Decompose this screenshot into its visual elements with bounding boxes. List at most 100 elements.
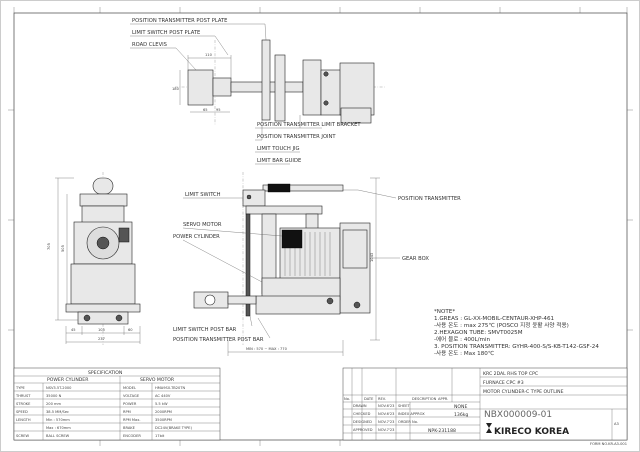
spec-cell: 200 mm <box>46 402 62 406</box>
sign-cell: NOV.6'23 <box>378 412 394 416</box>
rev-header: DATE <box>364 397 374 401</box>
callout-position-transmitter-joint: POSITION TRANSMITTER JOINT <box>257 134 336 140</box>
dim-top-width: 110 <box>205 53 213 57</box>
top-gear-lower <box>340 107 372 124</box>
notes-line-5: 3. POSITION TRANSMITTER: GYHR-400-S/S-KB… <box>434 344 599 350</box>
top-gear-block <box>339 62 375 116</box>
top-housing <box>320 69 342 116</box>
title-line-2: FURNACE CPC #3 <box>483 380 524 386</box>
spec-col-power-cylinder: POWER CYLINDER <box>47 377 89 383</box>
top-clevis-pin <box>212 77 232 97</box>
front-leaders <box>182 189 400 339</box>
sign-cell: NOV.6'23 <box>378 404 394 408</box>
callout-position-transmitter-post-bar: POSITION TRANSMITTER POST BAR <box>173 337 264 343</box>
spec-table: SPECIFICATION POWER CYLINDER SERVO MOTOR… <box>13 367 221 441</box>
dim-stroke-range: MIN : 570 ~ MAX : 770 <box>246 347 288 351</box>
sign-cell: DESIGNED <box>353 420 372 424</box>
callout-limit-switch: LIMIT SWITCH <box>185 192 221 198</box>
side-view: 705 505 45 105 60 237 <box>47 172 141 345</box>
sign-cell: ORDER No. <box>398 420 418 424</box>
side-top-plate <box>79 193 128 207</box>
callout-limit-bar-guide: LIMIT BAR GUIDE <box>257 158 301 164</box>
sign-cell: CHECKED <box>353 412 371 416</box>
callout-limit-switch-post-plate: LIMIT SWITCH POST PLATE <box>132 30 200 36</box>
spec-cell: POWER <box>123 402 137 406</box>
spec-cell: BRAKE <box>123 426 136 430</box>
front-view: 1043 MIN : 570 ~ MAX : 770 <box>193 172 380 356</box>
title-line-1: KRC 2DAL RHS TOP CPC <box>483 371 538 377</box>
notes-block: *NOTE* 1.GREAS : GL-XX-MOBIL-CENTAUR-XHP… <box>434 309 599 357</box>
spec-cell: 2000RPM <box>155 410 172 414</box>
piston-rod <box>227 295 257 305</box>
spec-cell: MODEL <box>123 386 136 390</box>
callout-position-transmitter-limit-bracket: POSITION TRANSMITTER LIMIT BRACKET <box>257 122 361 128</box>
callout-limit-switch-post-bar: LIMIT SWITCH POST BAR <box>173 327 237 333</box>
side-motor-shaft <box>96 236 110 250</box>
spec-cell: THRUST <box>15 394 31 398</box>
top-view: 110 180 65 95 <box>172 39 385 125</box>
side-connector <box>118 227 130 243</box>
spec-cell: 5.5 kW <box>155 402 168 406</box>
dim-side-height-1: 705 <box>47 243 51 250</box>
spec-cell: AC 440V <box>155 394 171 398</box>
spec-cell: BALL SCREW <box>46 434 70 438</box>
limit-switch-knob <box>246 194 252 200</box>
callout-position-transmitter-post-plate: POSITION TRANSMITTER POST PLATE <box>132 18 227 24</box>
limit-switch-box <box>242 189 266 207</box>
front-bracket <box>245 205 323 215</box>
top-leaders <box>130 23 322 165</box>
callout-road-clevis: ROAD CLEVIS <box>132 42 167 48</box>
spec-cell: LENGTH <box>16 418 31 422</box>
notes-line-4: -에어 블로 : 400L/min <box>434 335 491 343</box>
side-foot-bolt <box>115 314 123 322</box>
spec-cell: HMA9S0-TB20TN <box>155 386 186 390</box>
notes-title: *NOTE* <box>434 309 455 315</box>
title-line-3: MOTOR CYLINDER-C TYPE OUTLINE <box>483 389 564 395</box>
title-sheet-label: A3 <box>614 422 619 426</box>
notes-line-6: -사용 온도 : Max 180℃ <box>434 349 494 357</box>
spec-cell: NSV3.5T-2000 <box>46 386 72 390</box>
sign-cell: NOV.7'23 <box>378 420 394 424</box>
base-bolt <box>326 297 334 305</box>
dim-top-sub-1: 65 <box>203 108 208 112</box>
spec-cell: DC24V(BRAKE TYPE) <box>155 426 193 430</box>
side-gearbox <box>70 263 136 305</box>
cylinder-base <box>255 295 341 315</box>
callout-position-transmitter: POSITION TRANSMITTER <box>398 196 461 202</box>
gear-box-cover <box>342 229 368 269</box>
spec-cell: RPM <box>123 410 131 414</box>
title-footnote: FORM NO.KR-A3-001 <box>590 442 627 446</box>
spec-cell: RPM Max. <box>123 418 140 422</box>
position-transmitter-head <box>267 183 291 193</box>
dim-top-sub-2: 95 <box>216 108 221 112</box>
spec-cell: STROKE <box>16 402 31 406</box>
top-bolt <box>323 100 329 106</box>
spec-rows: TYPE NSV3.5T-2000 MODEL HMA9S0-TB20TN TH… <box>15 386 193 438</box>
spec-cell: 35000 N <box>46 394 62 398</box>
callout-gear-box: GEAR BOX <box>402 256 429 262</box>
title-scale: NONE <box>454 404 467 410</box>
callout-power-cylinder: POWER CYLINDER <box>173 234 220 240</box>
position-transmitter-rod <box>262 184 344 192</box>
spec-cell: TYPE <box>15 386 26 390</box>
rev-header: No. <box>344 397 350 401</box>
spec-cell: 17bit <box>155 434 165 438</box>
sign-cell: SHEET <box>398 404 411 408</box>
rod-clevis-pin <box>204 294 216 306</box>
limit-switch-post-bar <box>245 213 251 317</box>
dim-top-height: 180 <box>172 87 180 91</box>
spec-cell: VOLTAGE <box>123 394 140 398</box>
spec-cell: ENCODER <box>123 434 141 438</box>
zone-ticks <box>8 7 633 446</box>
side-bracket <box>81 205 125 225</box>
dim-side-w-3: 60 <box>128 328 133 332</box>
notes-line-2: -사용 온도 : max 275℃ (POSCO 지정 윤활 사양 적용) <box>434 321 569 329</box>
callout-servo-motor: SERVO MOTOR <box>183 222 222 228</box>
dim-main-height: 1043 <box>370 253 374 262</box>
dim-side-w-1: 45 <box>71 328 76 332</box>
company-logo: KIRECO KOREA <box>486 423 569 437</box>
top-post-plate <box>261 39 271 121</box>
sign-cell: NOV.7'23 <box>378 428 394 432</box>
side-foot-bolt <box>83 314 91 322</box>
